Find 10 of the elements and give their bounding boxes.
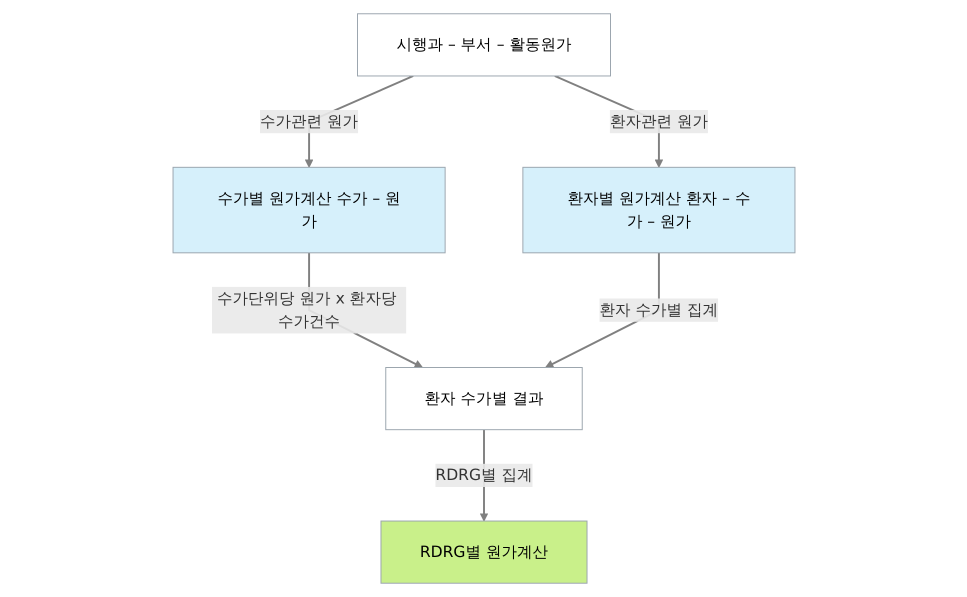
edge-label: 환자 수가별 집계 <box>599 300 718 319</box>
node-box: 수가별 원가계산 수가 – 원가 <box>172 166 446 254</box>
node-box: 환자별 원가계산 환자 – 수가 – 원가 <box>522 166 795 254</box>
edge-label: 환자관련 원가 <box>609 112 708 130</box>
node-box: 시행과 – 부서 – 활동원가 <box>356 13 610 76</box>
edge-label: RDRG별 집계 <box>434 466 532 484</box>
edge-label: 수가단위당 원가 x 환자당 수가건수 <box>216 288 396 331</box>
edge-label: 수가관련 원가 <box>259 112 358 130</box>
node-box: RDRG별 원가계산 <box>380 520 588 584</box>
node-box: 환자 수가별 결과 <box>384 367 582 430</box>
